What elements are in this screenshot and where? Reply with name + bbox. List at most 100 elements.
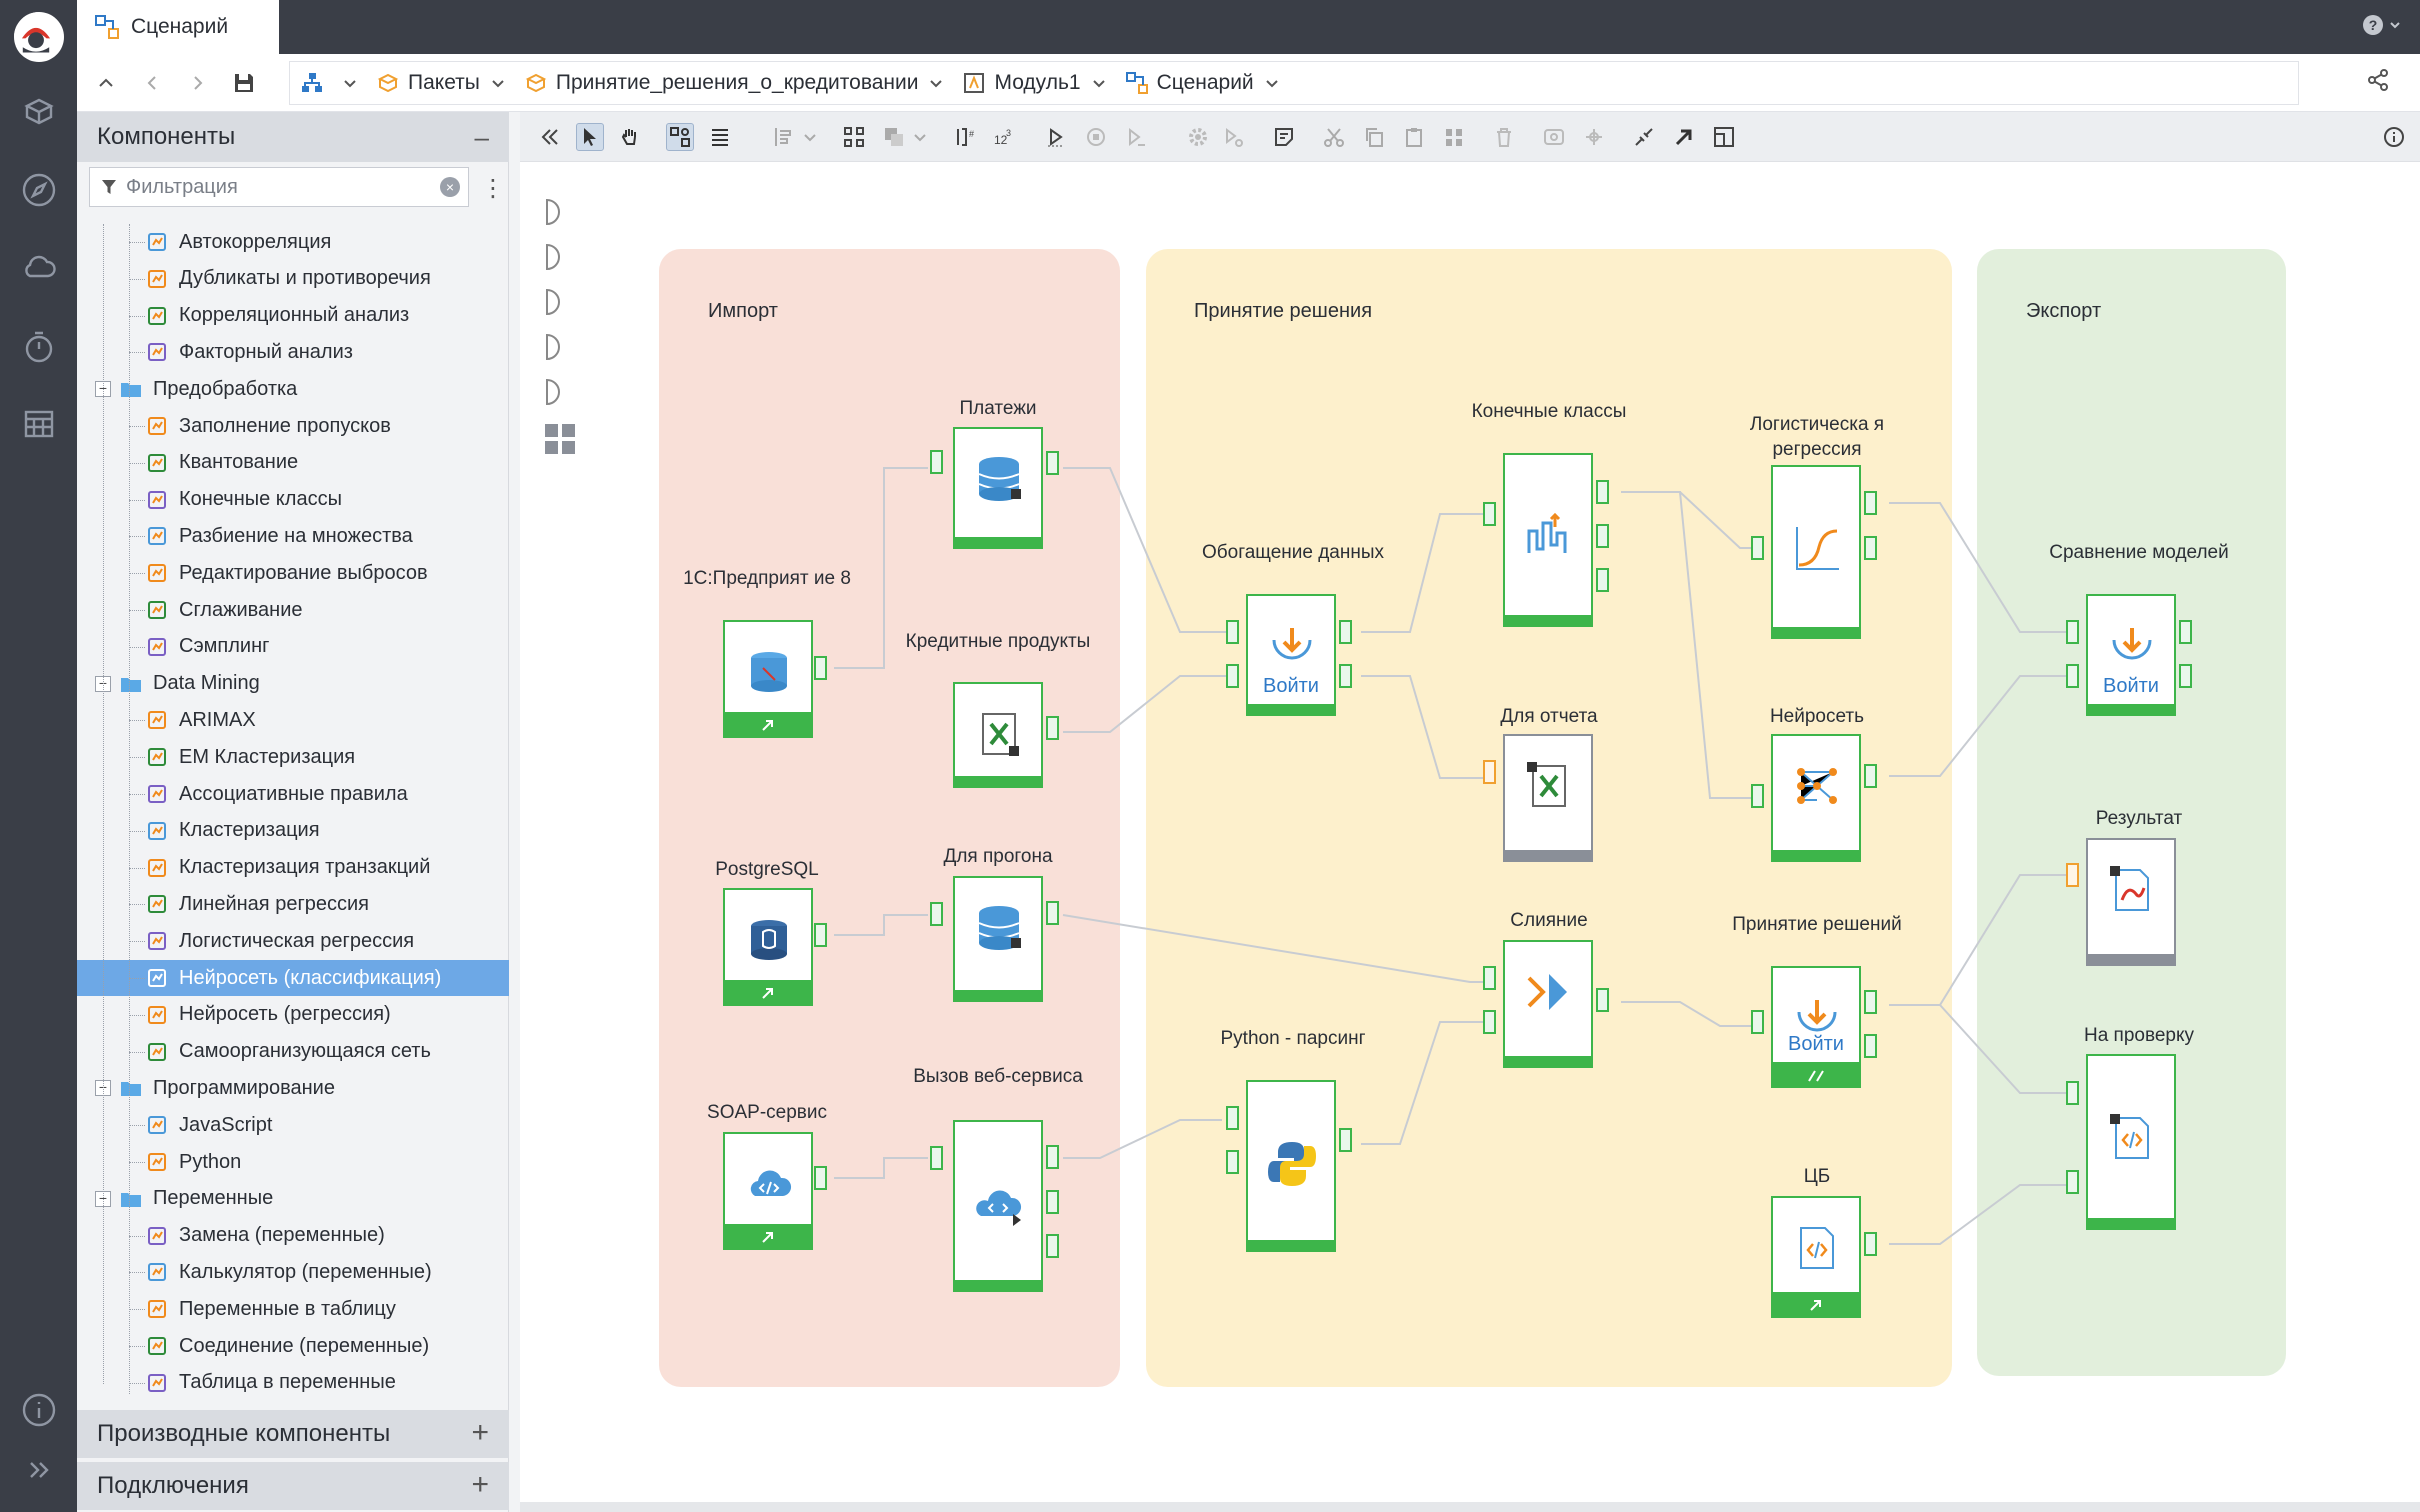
input-port[interactable]: [1483, 502, 1496, 526]
cloud-icon[interactable]: [0, 238, 77, 298]
node-payments[interactable]: [953, 427, 1043, 549]
input-port[interactable]: [1483, 966, 1496, 990]
tree-item[interactable]: Логистическая регрессия: [77, 923, 509, 959]
node-logreg[interactable]: [1771, 465, 1861, 639]
breadcrumb-module[interactable]: Модуль1: [962, 71, 1106, 95]
output-port[interactable]: [1046, 901, 1059, 925]
tree-item[interactable]: Разбиение на множества: [77, 518, 509, 554]
tree-item[interactable]: Редактирование выбросов: [77, 555, 509, 591]
back-button[interactable]: [135, 66, 169, 100]
node-soap[interactable]: [723, 1132, 813, 1250]
node-postgres[interactable]: [723, 888, 813, 1006]
output-port[interactable]: [1339, 1128, 1352, 1152]
input-port[interactable]: [1751, 536, 1764, 560]
wrap-button[interactable]: [1540, 123, 1568, 151]
node-classes[interactable]: [1503, 453, 1593, 627]
run-button[interactable]: [1042, 123, 1070, 151]
port-collapsed-icon[interactable]: [545, 378, 563, 406]
input-port[interactable]: [930, 902, 943, 926]
tree-folder[interactable]: −Программирование: [77, 1070, 509, 1106]
output-port[interactable]: [1596, 524, 1609, 548]
node-report[interactable]: [1503, 734, 1593, 862]
step-button[interactable]: [1122, 123, 1150, 151]
decisions-login-link[interactable]: Войти: [1788, 1033, 1844, 1055]
output-port[interactable]: [1864, 536, 1877, 560]
align-dropdown[interactable]: [796, 123, 824, 151]
packages-icon[interactable]: [0, 82, 77, 142]
tree-item[interactable]: Автокорреляция: [77, 224, 509, 260]
node-result[interactable]: [2086, 838, 2176, 966]
tree-item[interactable]: ARIMAX: [77, 702, 509, 738]
output-port[interactable]: [1046, 451, 1059, 475]
tree-item[interactable]: Линейная регрессия: [77, 886, 509, 922]
timer-icon[interactable]: [0, 316, 77, 376]
share-button[interactable]: [2366, 68, 2390, 97]
enrich-login-link[interactable]: Войти: [1263, 675, 1319, 697]
tree-item[interactable]: Python: [77, 1144, 509, 1180]
output-port[interactable]: [1864, 764, 1877, 788]
select-tool-button[interactable]: [576, 123, 604, 151]
node-compare[interactable]: Войти: [2086, 594, 2176, 716]
node-neural[interactable]: [1771, 734, 1861, 862]
tree-item[interactable]: Таблица в переменные: [77, 1365, 509, 1401]
input-port[interactable]: [2066, 1170, 2079, 1194]
tree-item[interactable]: Нейросеть (регрессия): [77, 997, 509, 1033]
node-credit[interactable]: [953, 682, 1043, 788]
tree-item[interactable]: Факторный анализ: [77, 334, 509, 370]
port-collapsed-icon[interactable]: [545, 333, 563, 361]
arrange-button[interactable]: [840, 123, 868, 151]
output-port[interactable]: [2179, 620, 2192, 644]
tree-item[interactable]: Замена (переменные): [77, 1218, 509, 1254]
node-python[interactable]: [1246, 1080, 1336, 1252]
output-port[interactable]: [1864, 990, 1877, 1014]
note-button[interactable]: [1270, 123, 1298, 151]
canvas-resize-handle[interactable]: [520, 1502, 2420, 1512]
output-port[interactable]: [1339, 620, 1352, 644]
input-port[interactable]: [1226, 1150, 1239, 1174]
breadcrumb-root[interactable]: [300, 71, 358, 95]
input-port[interactable]: [2066, 620, 2079, 644]
tree-item[interactable]: Кластеризация транзакций: [77, 850, 509, 886]
collapse-panel-button[interactable]: –: [474, 122, 489, 152]
input-port[interactable]: [1751, 1010, 1764, 1034]
compass-icon[interactable]: [0, 160, 77, 220]
clear-filter-icon[interactable]: ×: [440, 177, 460, 197]
collapse-up-button[interactable]: [89, 66, 123, 100]
node-merge[interactable]: [1503, 940, 1593, 1068]
group-button[interactable]: [880, 123, 908, 151]
tree-item[interactable]: Соединение (переменные): [77, 1328, 509, 1364]
group-dropdown[interactable]: [906, 123, 934, 151]
input-port[interactable]: [2066, 1081, 2079, 1105]
tree-item[interactable]: Конечные классы: [77, 482, 509, 518]
tree-item[interactable]: EM Кластеризация: [77, 739, 509, 775]
tree-item[interactable]: Самоорганизующаяся сеть: [77, 1034, 509, 1070]
tree-item[interactable]: Нейросеть (классификация): [77, 960, 509, 996]
jump-button[interactable]: [1670, 123, 1698, 151]
tree-item[interactable]: Сэмплинг: [77, 629, 509, 665]
port-collapsed-icon[interactable]: [545, 198, 563, 226]
output-port[interactable]: [1046, 716, 1059, 740]
output-port[interactable]: [1864, 491, 1877, 515]
input-port[interactable]: [1226, 1106, 1239, 1130]
tree-folder[interactable]: −Предобработка: [77, 371, 509, 407]
expand-plus-icon[interactable]: +: [471, 1416, 489, 1449]
node-websvc[interactable]: [953, 1120, 1043, 1292]
breadcrumb-packages[interactable]: Пакеты: [376, 71, 506, 95]
tree-item[interactable]: Заполнение пропусков: [77, 408, 509, 444]
pan-tool-button[interactable]: [616, 123, 644, 151]
node-forrun[interactable]: [953, 876, 1043, 1002]
paste-button[interactable]: [1400, 123, 1428, 151]
connect-button[interactable]: [1630, 123, 1658, 151]
output-port[interactable]: [814, 656, 827, 680]
stop-button[interactable]: [1082, 123, 1110, 151]
tree-folder[interactable]: −Data Mining: [77, 666, 509, 702]
input-port[interactable]: [2066, 863, 2079, 887]
tree-item[interactable]: Переменные в таблицу: [77, 1291, 509, 1327]
cut-button[interactable]: [1320, 123, 1348, 151]
output-port[interactable]: [1046, 1145, 1059, 1169]
tree-item[interactable]: Корреляционный анализ: [77, 298, 509, 334]
output-port[interactable]: [1596, 988, 1609, 1012]
info-button[interactable]: [2380, 123, 2408, 151]
unwrap-button[interactable]: [1580, 123, 1608, 151]
